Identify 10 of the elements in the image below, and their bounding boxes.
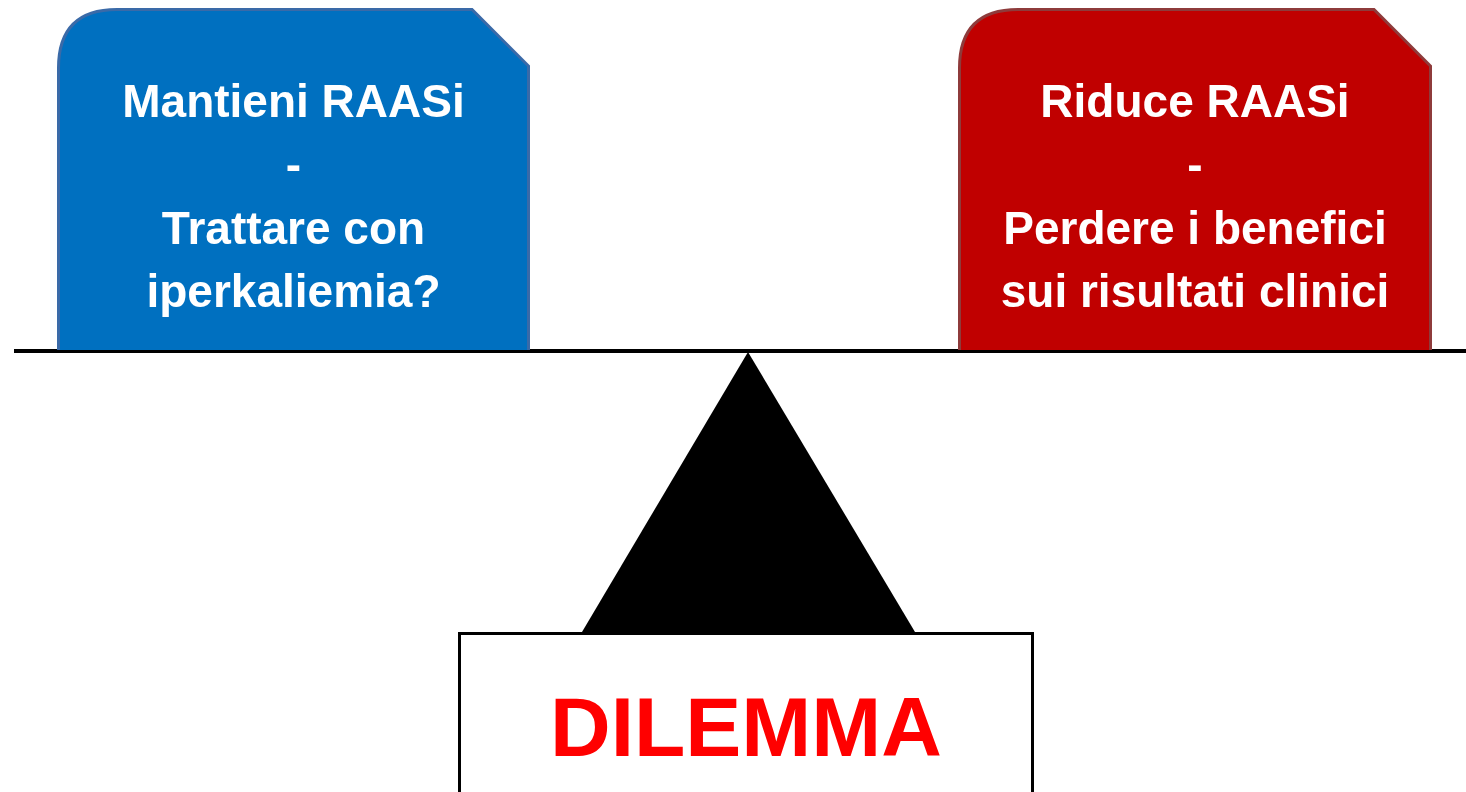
dilemma-heading: DILEMMA: [550, 679, 942, 776]
base-box: [458, 632, 1034, 792]
weight-box: [958, 8, 1432, 350]
box-text: Mantieni RAASi: [122, 74, 465, 129]
box-text: -: [285, 137, 302, 193]
box-text: Perdere i benefici sui risultati clinici: [999, 200, 1391, 320]
weight-box: [57, 8, 530, 350]
box-text: Trattare con iperkaliemia?: [145, 200, 442, 320]
box-text: -: [1187, 137, 1203, 193]
box-text: Riduce RAASi: [1040, 74, 1350, 129]
